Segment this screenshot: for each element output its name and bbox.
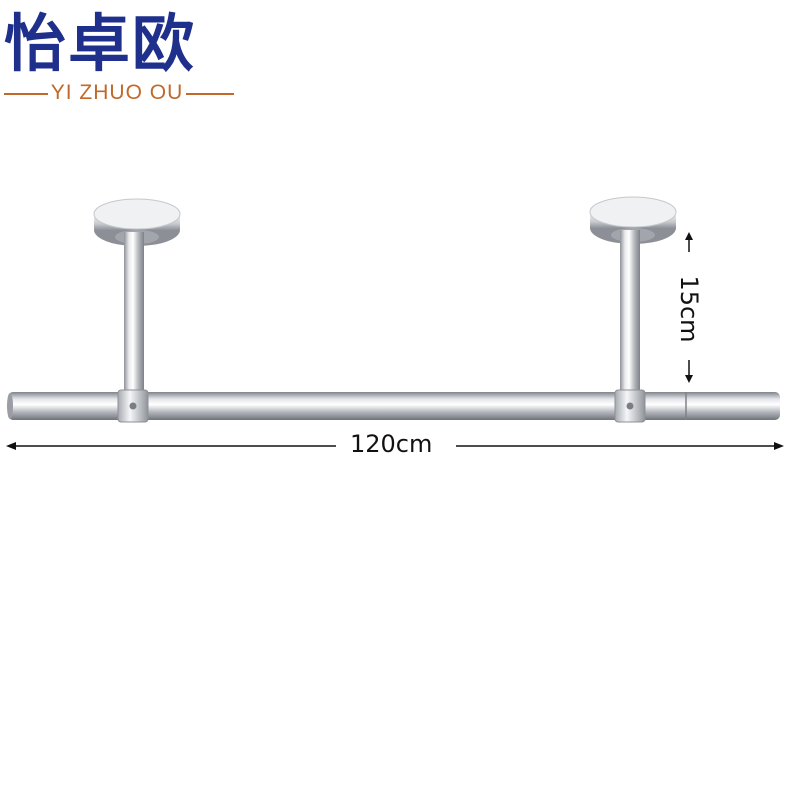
brand-logo: 怡卓欧 YI ZHUO OU [0, 6, 240, 106]
left-support-rod [124, 232, 144, 397]
brand-name-en: YI ZHUO OU [50, 81, 184, 104]
width-dimension-arrow [6, 442, 784, 450]
brand-name-cn: 怡卓欧 [4, 7, 197, 80]
brand-rule-left [4, 93, 48, 95]
height-label: 15cm [675, 275, 703, 343]
hanging-bar [8, 392, 780, 420]
right-support-rod [620, 230, 640, 397]
left-clamp [117, 389, 149, 423]
brand-rule-right [186, 93, 234, 95]
right-clamp [614, 389, 646, 423]
width-label: 120cm [342, 430, 441, 458]
height-dimension-arrow [685, 232, 693, 383]
